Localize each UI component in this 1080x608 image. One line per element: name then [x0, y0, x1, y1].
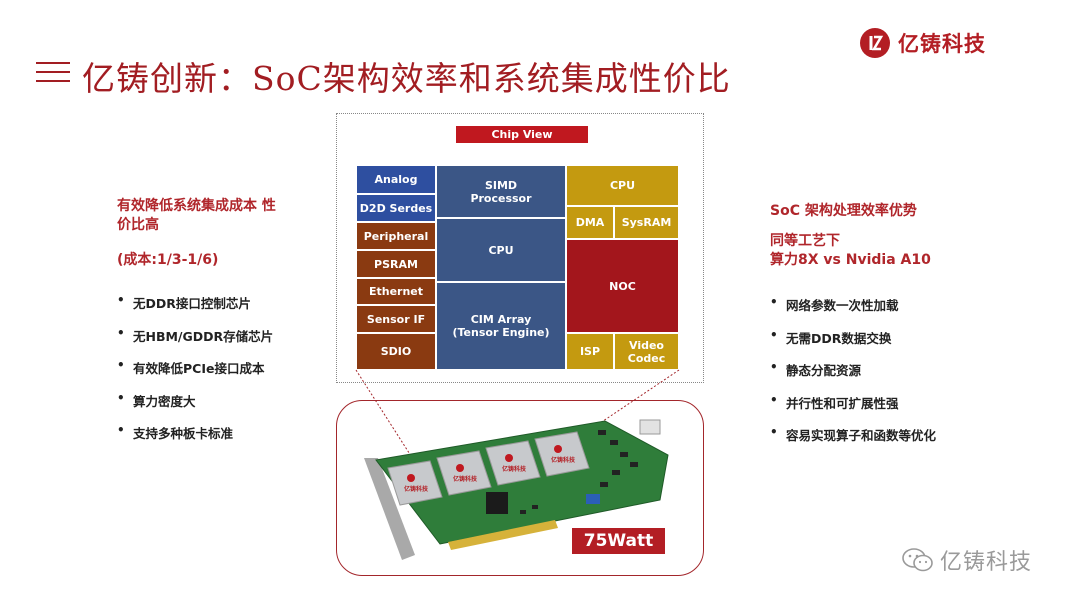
block-cpu-right: CPU — [566, 165, 679, 206]
page-title: 亿铸创新：SoC架构效率和系统集成性价比 — [82, 59, 731, 98]
chip-view-frame — [336, 113, 704, 383]
list-item: •容易实现算子和函数等优化 — [770, 425, 937, 443]
list-item: •无DDR接口控制芯片 — [117, 293, 251, 311]
list-item: •并行性和可扩展性强 — [770, 392, 899, 411]
left-heading: 有效降低系统集成成本 性价比高 — [117, 198, 276, 233]
right-heading: SoC 架构处理效率优势 — [770, 203, 917, 219]
right-panel: SoC 架构处理效率优势 同等工艺下 算力8X vs Nvidia A10 •网… — [770, 202, 1010, 458]
block-analog: Analog — [356, 165, 436, 194]
chip-logo-text: 亿铸科技 — [453, 475, 478, 483]
block-sdio: SDIO — [356, 333, 436, 370]
left-bullet-list: •无DDR接口控制芯片 •无HBM/GDDR存储芯片 •有效降低PCIe接口成本… — [117, 293, 327, 456]
chip-logo-text: 亿铸科技 — [404, 485, 429, 493]
right-subheading-line1: 同等工艺下 — [770, 233, 840, 249]
left-panel: 有效降低系统集成成本 性价比高 (成本:1/3-1/6) •无DDR接口控制芯片… — [117, 197, 327, 456]
block-ethernet: Ethernet — [356, 278, 436, 305]
wechat-icon — [902, 548, 933, 572]
block-cim-array: CIM Array(Tensor Engine) — [436, 282, 566, 370]
list-item: •网络参数一次性加载 — [770, 295, 899, 313]
block-peripheral: Peripheral — [356, 222, 436, 250]
logo-text: 亿铸科技 — [898, 32, 986, 56]
block-dma: DMA — [566, 206, 614, 239]
right-bullet-list: •网络参数一次性加载 •无需DDR数据交换 •静态分配资源 •并行性和可扩展性强… — [770, 295, 1010, 458]
block-sysram: SysRAM — [614, 206, 679, 239]
right-subheading-line2: 算力8X vs Nvidia A10 — [770, 252, 931, 268]
block-isp: ISP — [566, 333, 614, 370]
chip-logo-text: 亿铸科技 — [551, 456, 576, 464]
watermark-text: 亿铸科技 — [940, 550, 1033, 575]
block-noc: NOC — [566, 239, 679, 333]
block-d2d-serdes: D2D Serdes — [356, 194, 436, 222]
list-item: •静态分配资源 — [770, 360, 862, 378]
block-sensor-if: Sensor IF — [356, 305, 436, 333]
watermark: 亿铸科技 — [902, 544, 1032, 576]
list-item: •无需DDR数据交换 — [770, 327, 892, 346]
brand-logo: 亿铸科技 — [860, 28, 986, 58]
list-item: •算力密度大 — [117, 390, 196, 409]
chip-view-label: Chip View — [456, 126, 588, 143]
title-decoration — [36, 62, 70, 89]
chip-logo-text: 亿铸科技 — [502, 465, 527, 473]
block-psram: PSRAM — [356, 250, 436, 278]
list-item: •支持多种板卡标准 — [117, 423, 234, 441]
board-frame — [336, 400, 704, 576]
list-item: •无HBM/GDDR存储芯片 — [117, 325, 274, 344]
logo-mark-icon — [860, 28, 890, 58]
power-badge: 75Watt — [572, 528, 665, 554]
block-cpu-center: CPU — [436, 218, 566, 282]
cost-note: (成本:1/3-1/6) — [117, 252, 219, 268]
list-item: •有效降低PCIe接口成本 — [117, 358, 265, 376]
